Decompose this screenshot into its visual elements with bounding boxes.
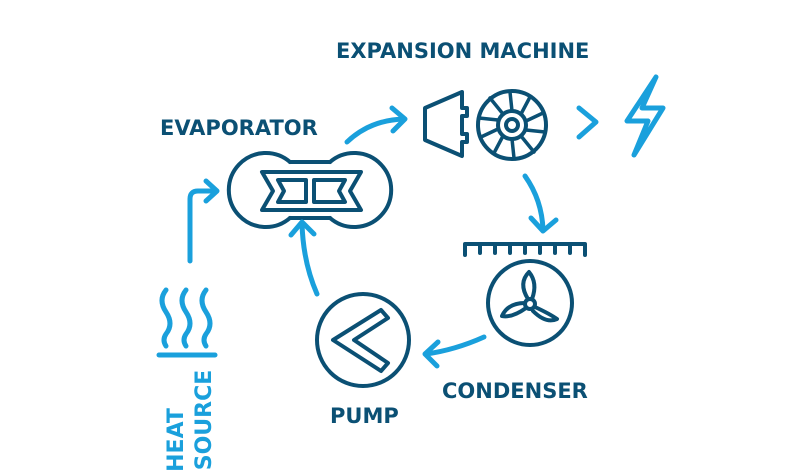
condenser-icon bbox=[463, 242, 587, 347]
arrow-to-expansion-icon bbox=[344, 105, 408, 145]
chevron-right-icon bbox=[576, 105, 599, 140]
expansion-machine-icon bbox=[423, 89, 548, 161]
evaporator-icon bbox=[226, 151, 394, 229]
pump-label: PUMP bbox=[330, 404, 399, 428]
condenser-label: CONDENSER bbox=[442, 379, 588, 403]
arrow-to-condenser-icon bbox=[522, 173, 559, 234]
heat-source-icon bbox=[156, 287, 218, 358]
lightning-bolt-icon bbox=[624, 74, 666, 158]
evaporator-label: EVAPORATOR bbox=[160, 116, 318, 140]
arrow-to-pump-icon bbox=[422, 334, 487, 369]
pump-icon bbox=[315, 292, 411, 388]
source-label: SOURCE bbox=[192, 370, 217, 471]
heat-label: HEAT bbox=[164, 408, 189, 472]
arrow-heat-to-evaporator-icon bbox=[187, 178, 220, 264]
arrow-to-evaporator-icon bbox=[288, 219, 320, 297]
expansion-machine-label: EXPANSION MACHINE bbox=[336, 39, 589, 63]
